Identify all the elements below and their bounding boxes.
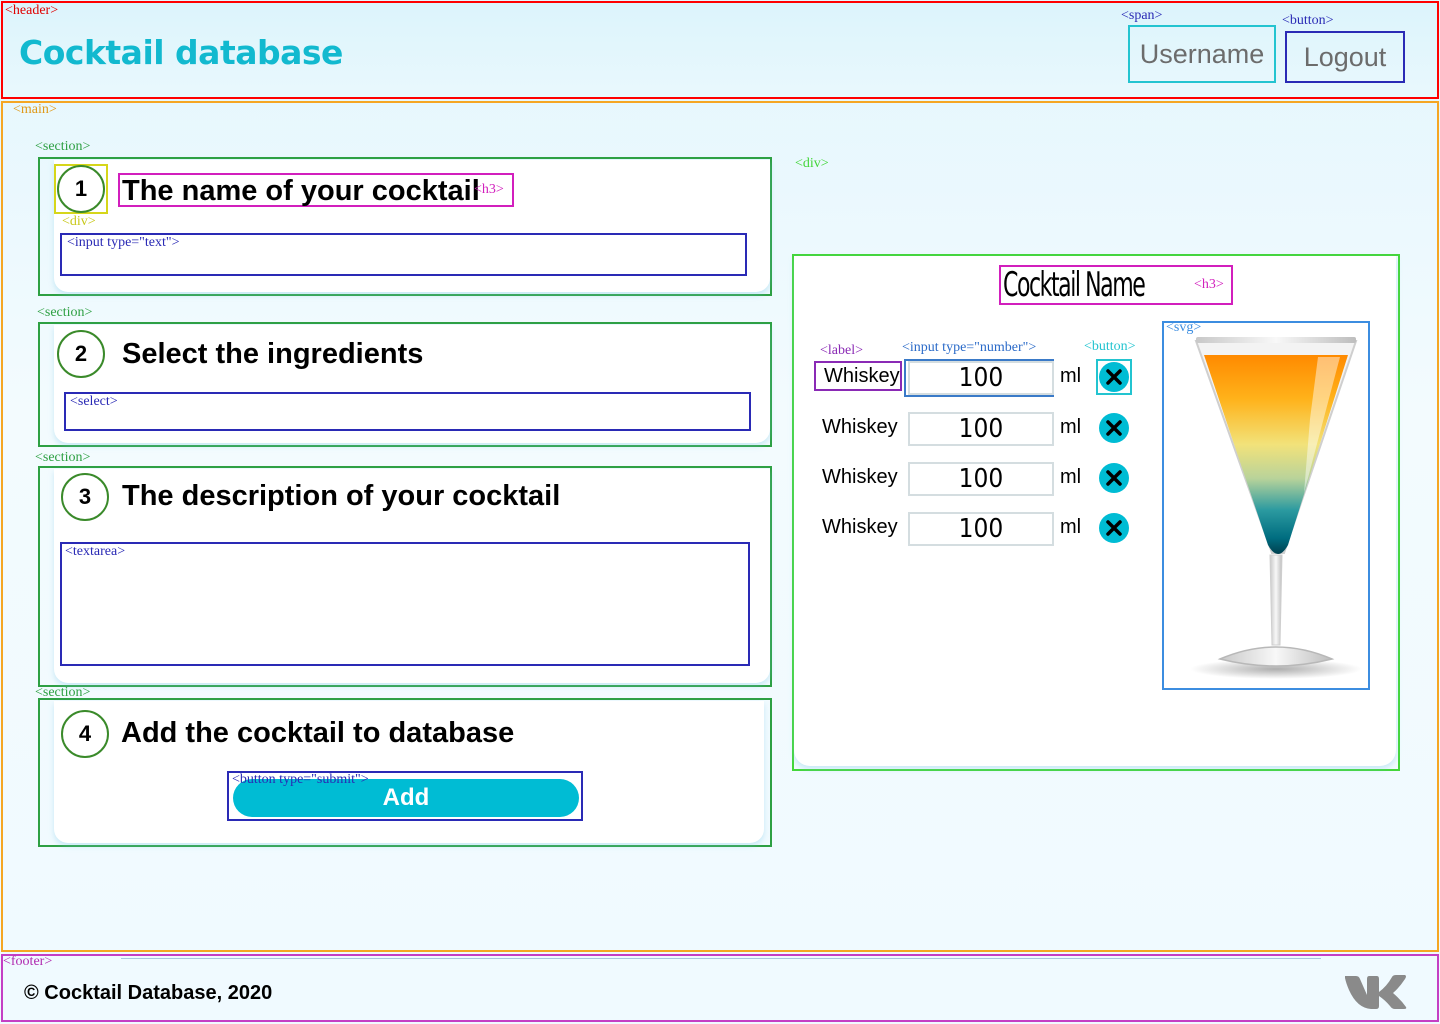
- ingredient-amount-input[interactable]: [908, 462, 1054, 496]
- section-title: The name of your cocktail: [122, 175, 480, 207]
- ingredient-amount-input[interactable]: [908, 512, 1054, 546]
- wireframe-tag-span: <span>: [1121, 8, 1163, 23]
- wireframe-tag-textarea: <textarea>: [65, 544, 126, 559]
- wireframe-tag-section: <section>: [35, 450, 91, 465]
- description-textarea[interactable]: <textarea>: [60, 542, 750, 666]
- section-ingredients: 2 Select the ingredients <select>: [38, 322, 772, 447]
- section-description: 3 The description of your cocktail <text…: [38, 466, 772, 687]
- wireframe-tag-section: <section>: [37, 305, 93, 320]
- wireframe-tag-input-text: <input type="text">: [67, 235, 180, 250]
- unit-label: ml: [1060, 516, 1082, 538]
- cocktail-name-heading: Cocktail Name: [999, 265, 1233, 305]
- footer-divider: [121, 958, 1321, 959]
- section-title: Add the cocktail to database: [121, 717, 515, 749]
- section-title: Select the ingredients: [122, 338, 424, 370]
- ingredient-row: Whiskey ml: [794, 460, 1154, 496]
- main-content: <main> <section> 1 <div> The name of you…: [1, 101, 1439, 952]
- close-icon: [1099, 463, 1129, 493]
- close-icon: [1099, 413, 1129, 443]
- ingredient-label: Whiskey: [822, 515, 898, 538]
- step-number: 3: [61, 473, 109, 521]
- site-logo[interactable]: Cocktail database: [19, 33, 343, 72]
- ingredient-label: Whiskey: [822, 415, 898, 438]
- ingredient-label: Whiskey: [814, 361, 902, 391]
- unit-label: ml: [1060, 466, 1082, 488]
- unit-label: ml: [1060, 416, 1082, 438]
- section-title: The description of your cocktail: [122, 480, 561, 512]
- wireframe-tag-header: <header>: [5, 3, 59, 18]
- section-cocktail-name: 1 <div> The name of your cocktail <h3> <…: [38, 157, 772, 296]
- cocktail-name-text: Cocktail Name: [1003, 265, 1146, 305]
- remove-ingredient-button[interactable]: [1096, 410, 1132, 446]
- ingredient-select[interactable]: <select>: [64, 392, 751, 431]
- remove-ingredient-button[interactable]: [1096, 510, 1132, 546]
- section-add-cocktail: 4 Add the cocktail to database Add <butt…: [38, 698, 772, 847]
- ingredient-amount-input[interactable]: [908, 361, 1054, 395]
- ingredient-row: Whiskey ml: [794, 410, 1154, 446]
- section-title-box: The name of your cocktail <h3>: [118, 173, 514, 207]
- step-number: 2: [57, 330, 105, 378]
- unit-label: ml: [1060, 365, 1082, 387]
- wireframe-tag-footer: <footer>: [3, 954, 53, 969]
- close-icon: [1099, 362, 1129, 392]
- add-button-label: Add: [233, 779, 579, 817]
- add-cocktail-button[interactable]: Add <button type="submit">: [227, 771, 583, 821]
- close-icon: [1099, 513, 1129, 543]
- page-footer: <footer> © Cocktail Database, 2020: [1, 954, 1439, 1022]
- username-label: Username: [1128, 25, 1276, 83]
- page-header: <header> Cocktail database <span> Userna…: [1, 1, 1439, 99]
- step-number: 4: [61, 710, 109, 758]
- cocktail-glass-frame: [1162, 321, 1370, 690]
- cocktail-name-input[interactable]: <input type="text">: [60, 233, 747, 276]
- remove-ingredient-button[interactable]: [1096, 460, 1132, 496]
- ingredient-amount-input[interactable]: [908, 412, 1054, 446]
- wireframe-tag-section: <section>: [35, 139, 91, 154]
- logout-button[interactable]: Logout: [1285, 31, 1405, 83]
- vk-icon[interactable]: [1343, 970, 1407, 1010]
- ingredient-row: Whiskey ml: [794, 510, 1154, 546]
- step-number: 1: [57, 165, 105, 213]
- remove-ingredient-button[interactable]: [1096, 359, 1132, 395]
- wireframe-tag-main: <main>: [13, 102, 57, 117]
- cocktail-glass-icon: [1190, 337, 1362, 679]
- copyright-text: © Cocktail Database, 2020: [24, 982, 273, 1004]
- wireframe-tag-div: <div>: [795, 156, 829, 171]
- cocktail-preview: Cocktail Name <h3> <label> <input type="…: [792, 254, 1400, 771]
- wireframe-tag-select: <select>: [70, 394, 118, 409]
- wireframe-tag-button: <button>: [1282, 13, 1334, 28]
- ingredient-row: Whiskey ml: [794, 359, 1154, 397]
- ingredient-label: Whiskey: [822, 465, 898, 488]
